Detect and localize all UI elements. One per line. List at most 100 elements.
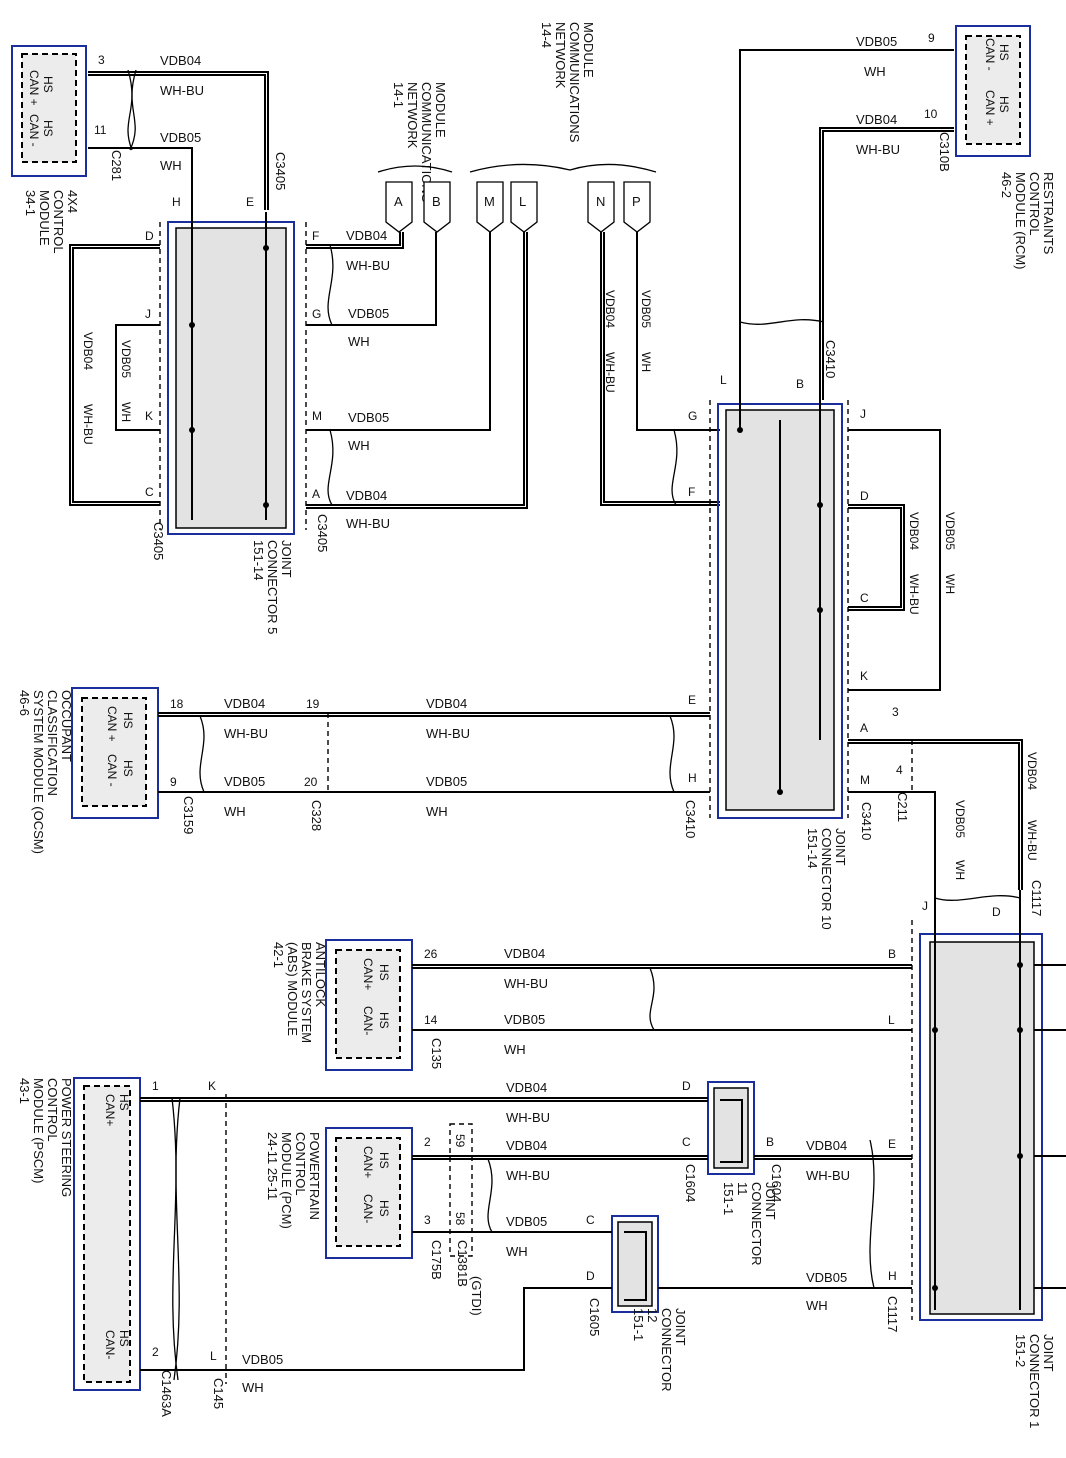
tag-a: A	[385, 181, 413, 233]
jc5-f-color: WH-BU	[346, 258, 390, 273]
pcm-title-2: CONTROL	[293, 1132, 308, 1196]
pscm-pin-1: 1	[152, 1079, 159, 1093]
jc10-title-2: CONNECTOR 10	[819, 828, 834, 930]
abs-w2-id: VDB05	[504, 1012, 545, 1027]
jc1-pin-h: H	[888, 1269, 897, 1283]
ocsm-w2-id: VDB05	[224, 774, 265, 789]
c3405-right: C3405	[315, 514, 330, 552]
c3410-top: C3410	[823, 340, 838, 378]
tag-n: N	[587, 181, 615, 233]
c1604-right: C1604	[769, 1164, 784, 1202]
pcm-w1-id: VDB04	[506, 1138, 547, 1153]
jc5-loop1-id: VDB04	[81, 332, 95, 370]
jc1-title-1: JOINT	[1041, 1334, 1056, 1372]
pscm-title-1: POWER STEERING	[59, 1078, 74, 1197]
jc12-title-3: 12	[645, 1308, 660, 1322]
mcn14-1-line1: MODULE	[433, 82, 448, 138]
rcm-module: HS CAN - HS CAN + RESTRAINTS CONTROL MOD…	[955, 25, 1056, 270]
pcm-pin-58: 58	[453, 1212, 467, 1226]
jc5-title-2: CONNECTOR 5	[265, 540, 280, 634]
jc5-pin-d: D	[145, 229, 154, 243]
jc11-b-id: VDB04	[806, 1138, 847, 1153]
jc1-title-2: CONNECTOR 1	[1027, 1334, 1042, 1428]
rcm-w1-color: WH	[864, 64, 886, 79]
rcm-w2-color: WH-BU	[856, 142, 900, 157]
pcm-pin-59: 59	[453, 1134, 467, 1148]
c211-w1-color: WH-BU	[1025, 820, 1039, 861]
x4-label-can-minus: CAN -	[27, 114, 41, 147]
joint-connector-10: JOINT CONNECTOR 10 151-14	[709, 400, 849, 930]
pscm-pin-2: 2	[152, 1345, 159, 1359]
ocsm-w2-color: WH	[224, 804, 246, 819]
x4-w1-id: VDB04	[160, 53, 201, 68]
jc11-title-2: CONNECTOR	[749, 1182, 764, 1266]
mcn14-4-line1: MODULE	[581, 22, 596, 78]
jc5-pin-g: G	[312, 307, 321, 321]
pcm-module: HS CAN+ HS CAN- POWERTRAIN CONTROL MODUL…	[265, 1127, 413, 1259]
pscm-side-pin-k: K	[208, 1079, 216, 1093]
ocsm-w1-id: VDB04	[224, 696, 265, 711]
abs-label-hs2: HS	[377, 1012, 391, 1029]
pcm-pin-3: 3	[424, 1213, 431, 1227]
abs-title-2: BRAKE SYSTEM	[299, 942, 314, 1043]
rcm-title-1: RESTRAINTS	[1041, 172, 1056, 255]
c1117-bottom: C1117	[885, 1296, 900, 1332]
jc10-pin-k: K	[860, 669, 868, 683]
pscm-title-2: CONTROL	[45, 1078, 60, 1142]
c3410-left: C3410	[683, 800, 698, 838]
pscm-label-can-plus: CAN+	[103, 1094, 117, 1126]
x4-title-3: MODULE	[37, 190, 52, 246]
ocsm-w4-color: WH	[426, 804, 448, 819]
jc5-f-id: VDB04	[346, 228, 387, 243]
abs-w1-color: WH-BU	[504, 976, 548, 991]
abs-pin-26: 26	[424, 947, 438, 961]
jc5-a-color: WH-BU	[346, 516, 390, 531]
jc10-loop2-id: VDB04	[907, 512, 921, 550]
jc5-pin-a: A	[312, 487, 320, 501]
rcm-label-can-plus: CAN +	[983, 90, 997, 126]
jc10-pin-h: H	[688, 771, 697, 785]
jc1-title-3: 151-2	[1013, 1334, 1028, 1367]
pscm-w1-color: WH-BU	[506, 1110, 550, 1125]
jc12-title-4: 151-1	[631, 1308, 646, 1341]
ocsm-pin-9: 9	[170, 775, 177, 789]
mcn14-1-line3: NETWORK	[405, 82, 420, 149]
rcm-w1-id: VDB05	[856, 34, 897, 49]
jc5-pin-j: J	[145, 307, 151, 321]
jc5-pin-k: K	[145, 409, 153, 423]
jc5-pin-m: M	[312, 409, 322, 423]
joint-connector-11: JOINT CONNECTOR 11 151-1	[707, 1081, 778, 1266]
abs-pin-14: 14	[424, 1013, 438, 1027]
ocsm-label-can-minus: CAN -	[105, 754, 119, 787]
rcm-title-3: MODULE (RCM)	[1013, 172, 1028, 270]
jc12-pin-c: C	[586, 1213, 595, 1227]
x4-w2-id: VDB05	[160, 130, 201, 145]
x4-control-module: HS CAN + HS CAN - 4X4 CONTROL MODULE 34-…	[11, 45, 87, 254]
ocsm-module: HS CAN + HS CAN - OCCUPANT CLASSIFICATIO…	[17, 687, 159, 854]
jc1-pin-l: L	[888, 1013, 895, 1027]
pscm-label-hs1: HS	[117, 1094, 131, 1111]
jc12-pin-d: D	[586, 1269, 595, 1283]
ocsm-title-1: OCCUPANT	[59, 690, 74, 762]
ocsm-title-4: 46-6	[17, 690, 32, 716]
jc5-loop2-id: VDB05	[119, 340, 133, 378]
pscm-side-pin-l: L	[210, 1349, 217, 1363]
pcm-title-1: POWERTRAIN	[307, 1132, 322, 1220]
c1381b-label: C1381B	[455, 1240, 470, 1287]
jc5-top-pin-h: H	[172, 195, 181, 209]
pcm-label-hs2: HS	[377, 1200, 391, 1217]
ocsm-pin-18: 18	[170, 697, 184, 711]
c328-label: C328	[309, 800, 324, 831]
rcm-title-4: 46-2	[999, 172, 1014, 198]
svg-text:L: L	[519, 194, 526, 209]
n-wire-color: WH-BU	[603, 352, 617, 393]
pcm-w1-color: WH-BU	[506, 1168, 550, 1183]
pcm-pin-2: 2	[424, 1135, 431, 1149]
jc5-a-id: VDB04	[346, 488, 387, 503]
pcm-w2-id: VDB05	[506, 1214, 547, 1229]
joint-connector-5: JOINT CONNECTOR 5 151-14	[159, 212, 307, 634]
c3410-right: C3410	[859, 802, 874, 840]
p-wire-id: VDB05	[639, 290, 653, 328]
jc5-m-color: WH	[348, 438, 370, 453]
